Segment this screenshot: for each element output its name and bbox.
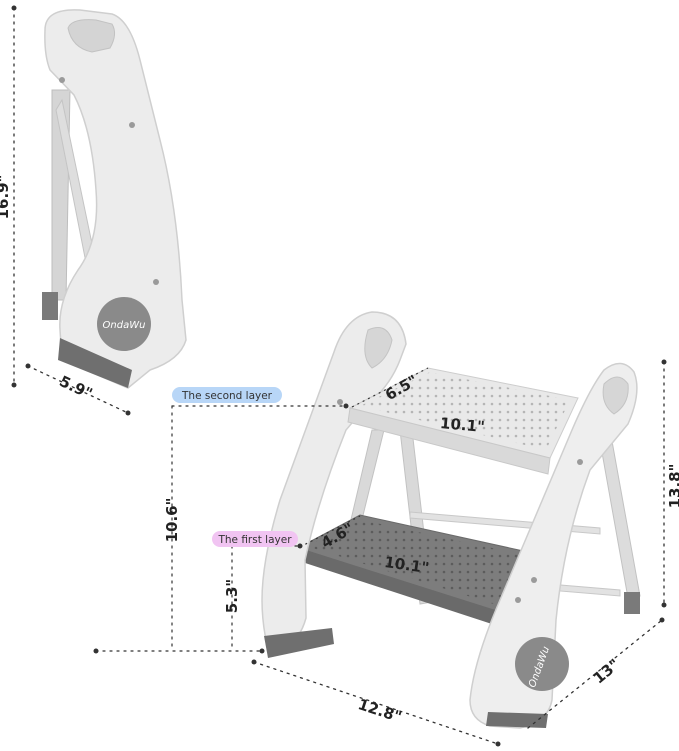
total-height-dimension: 13.8" (661, 359, 679, 608)
open-stool: OndaWu (261, 311, 641, 729)
floor-baseline (93, 648, 265, 654)
width-label: 12.8" (356, 695, 404, 726)
right-foot (486, 712, 548, 728)
first-layer-label: The first layer (217, 534, 292, 546)
folded-base (58, 338, 132, 388)
folded-depth-label: 5.9" (56, 372, 95, 403)
second-layer-height-label: 10.6" (163, 498, 181, 543)
second-step-width-label: 10.1" (439, 414, 485, 436)
second-layer-pill: The second layer (172, 387, 282, 403)
total-height-label: 13.8" (666, 464, 679, 509)
folded-foot (42, 292, 58, 320)
folded-height-dimension: 16.9" (0, 5, 17, 388)
left-side-panel (261, 311, 407, 649)
open-logo-circle (515, 637, 569, 691)
second-layer-label: The second layer (181, 390, 273, 402)
left-foot (264, 628, 334, 658)
first-layer-pill: The first layer (212, 531, 298, 547)
first-layer-height-label: 5.3" (223, 579, 241, 613)
depth-label: 13" (590, 655, 624, 687)
rear-foot (624, 592, 640, 614)
width-dimension: 12.8" (251, 659, 501, 747)
folded-height-label: 16.9" (0, 175, 12, 220)
second-layer-height-dimension: 10.6" (163, 403, 349, 651)
folded-stool: OndaWu (42, 9, 187, 389)
folded-logo-circle (97, 297, 151, 351)
folded-logo-text: OndaWu (103, 320, 146, 331)
folded-side-panel (44, 9, 187, 389)
